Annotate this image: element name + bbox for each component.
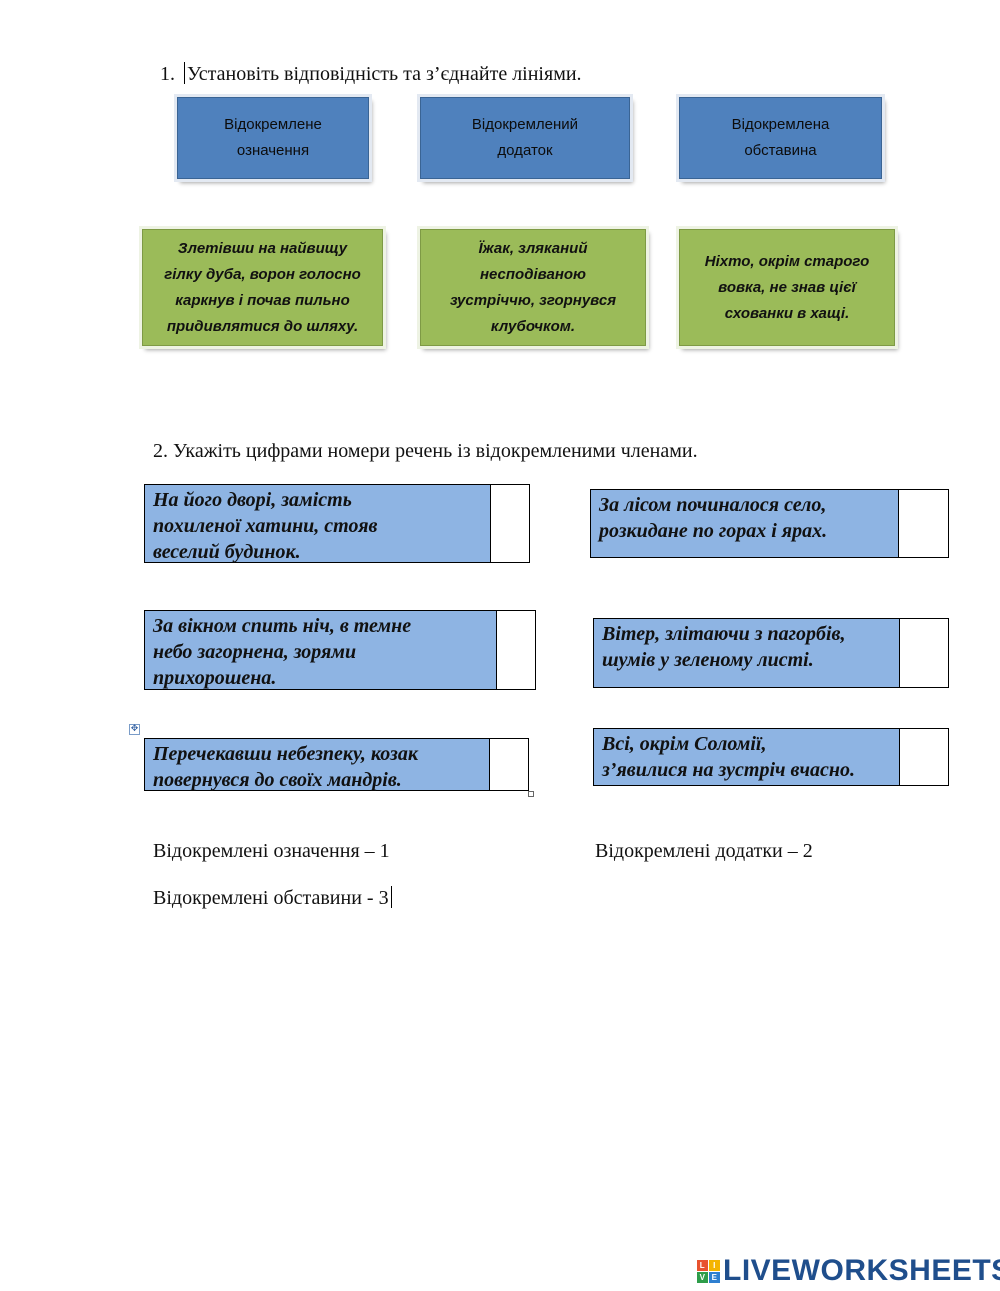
sentence-text: Перечекавши небезпеку, козак повернувся … [145,739,490,791]
sentence-line: повернувся до своїх мандрів. [153,769,402,791]
sentence-row-4: Вітер, злітаючи з пагорбів, шумів у зеле… [593,618,949,688]
example-line: Їжак, зляканий [478,239,588,257]
sentence-text: За вікном спить ніч, в темне небо загорн… [145,611,497,689]
table-move-handle-icon[interactable]: ✥ [129,724,140,735]
text-cursor [390,886,392,908]
example-line: каркнув і почав пильно [175,291,350,309]
category-label: Відокремлене [224,116,322,133]
category-label: Відокремлена [731,116,830,133]
example-line: клубочком. [490,317,576,335]
sentence-line: Всі, окрім Соломії, [602,733,767,755]
sentence-line: похиленої хатини, стояв [153,515,378,537]
task2-title: 2. Укажіть цифрами номери речень із відо… [153,440,698,462]
text-cursor [184,62,185,84]
table-resize-handle-icon[interactable] [528,791,534,797]
example-line: придивлятися до шляху. [166,317,359,335]
task1-title-text: Установіть відповідність та з’єднайте лі… [187,63,582,85]
answer-input-5[interactable] [490,739,528,790]
sentence-text: На його дворі, замість похиленої хатини,… [145,485,491,563]
sentence-line: прихорошена. [153,667,277,689]
sentence-line: За вікном спить ніч, в темне [153,615,412,637]
sentence-row-3: За вікном спить ніч, в темне небо загорн… [144,610,536,690]
sentence-line: розкидане по горах і ярах. [599,520,828,542]
category-box-definition[interactable]: Відокремлене означення [174,94,372,182]
category-label: означення [236,142,310,159]
category-label: Відокремлений [471,116,579,133]
sentence-text: Всі, окрім Соломії, з’явилися на зустріч… [594,729,900,785]
sentence-line: з’явилися на зустріч вчасно. [602,759,855,781]
legend-appositions: Відокремлені додатки – 2 [595,840,813,862]
category-label: додаток [497,142,553,159]
sentence-line: На його дворі, замість [153,489,352,511]
sentence-row-5: Перечекавши небезпеку, козак повернувся … [144,738,529,791]
answer-input-1[interactable] [491,485,529,562]
legend-circumstances: Відокремлені обставини - 3 [153,886,394,910]
example-line: гілку дуба, ворон голосно [164,265,361,283]
legend-circumstances-text: Відокремлені обставини - 3 [153,887,389,909]
example-box-1[interactable]: Злетівши на найвищу гілку дуба, ворон го… [139,226,386,349]
sentence-row-2: За лісом починалося село, розкидане по г… [590,489,949,558]
sentence-text: За лісом починалося село, розкидане по г… [591,490,899,557]
logo-text: LIVEWORKSHEETS [723,1254,1000,1287]
category-label: обставина [744,142,817,159]
answer-input-2[interactable] [899,490,948,557]
sentence-row-1: На його дворі, замість похиленої хатини,… [144,484,530,563]
example-line: зустріччю, згорнувся [449,291,617,309]
example-line: схованки в хащі. [724,304,850,322]
example-line: вовка, не знав цієї [718,278,856,296]
category-box-apposition[interactable]: Відокремлений додаток [417,94,633,182]
example-box-2[interactable]: Їжак, зляканий несподіваною зустріччю, з… [417,226,649,349]
example-line: несподіваною [479,265,587,283]
answer-input-4[interactable] [900,619,948,687]
sentence-line: небо загорнена, зорями [153,641,357,663]
example-line: Злетівши на найвищу [177,239,348,257]
example-box-3[interactable]: Ніхто, окрім старого вовка, не знав цієї… [676,226,898,349]
answer-input-6[interactable] [900,729,948,785]
sentence-line: За лісом починалося село, [599,494,827,516]
sentence-text: Вітер, злітаючи з пагорбів, шумів у зеле… [594,619,900,687]
example-line: Ніхто, окрім старого [704,252,870,270]
sentence-line: веселий будинок. [153,541,301,563]
task1-number: 1. [160,63,175,85]
sentence-line: Вітер, злітаючи з пагорбів, [602,623,846,645]
sentence-row-6: Всі, окрім Соломії, з’явилися на зустріч… [593,728,949,786]
sentence-line: шумів у зеленому листі. [602,649,814,671]
legend-definitions: Відокремлені означення – 1 [153,840,390,862]
task1-title: 1. Установіть відповідність та з’єднайте… [160,62,582,86]
answer-input-3[interactable] [497,611,535,689]
category-box-circumstance[interactable]: Відокремлена обставина [676,94,885,182]
sentence-line: Перечекавши небезпеку, козак [153,743,418,765]
